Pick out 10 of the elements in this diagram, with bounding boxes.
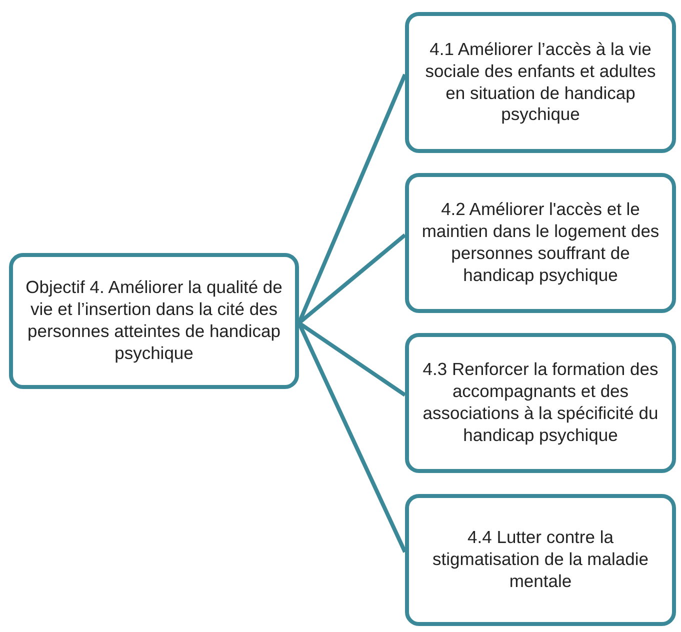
node-text: 4.1 Améliorer l’accès à la vie sociale des enfants et adultes en situation de handicap psychique xyxy=(424,38,657,126)
sub-objective-box xyxy=(405,333,676,473)
node-text: 4.3 Renforcer la formation des accompagnants et des associations à la spécificité du handicap psychique xyxy=(422,359,660,447)
node-text: 4.2 Améliorer l'accès et le maintien dans le logement des personnes souffrant de handicap psychique xyxy=(420,199,660,287)
node-text: 4.4 Lutter contre la stigmatisation de la maladie mentale xyxy=(432,527,650,593)
sub-objective-box xyxy=(405,173,676,313)
sub-objective-box xyxy=(405,12,676,153)
sub-objective-box xyxy=(405,494,676,626)
node-text: Objectif 4. Améliorer la qualité de vie et l’insertion dans la cité des personnes atteintes de handicap psychique xyxy=(24,277,284,365)
objective-box xyxy=(9,253,299,389)
